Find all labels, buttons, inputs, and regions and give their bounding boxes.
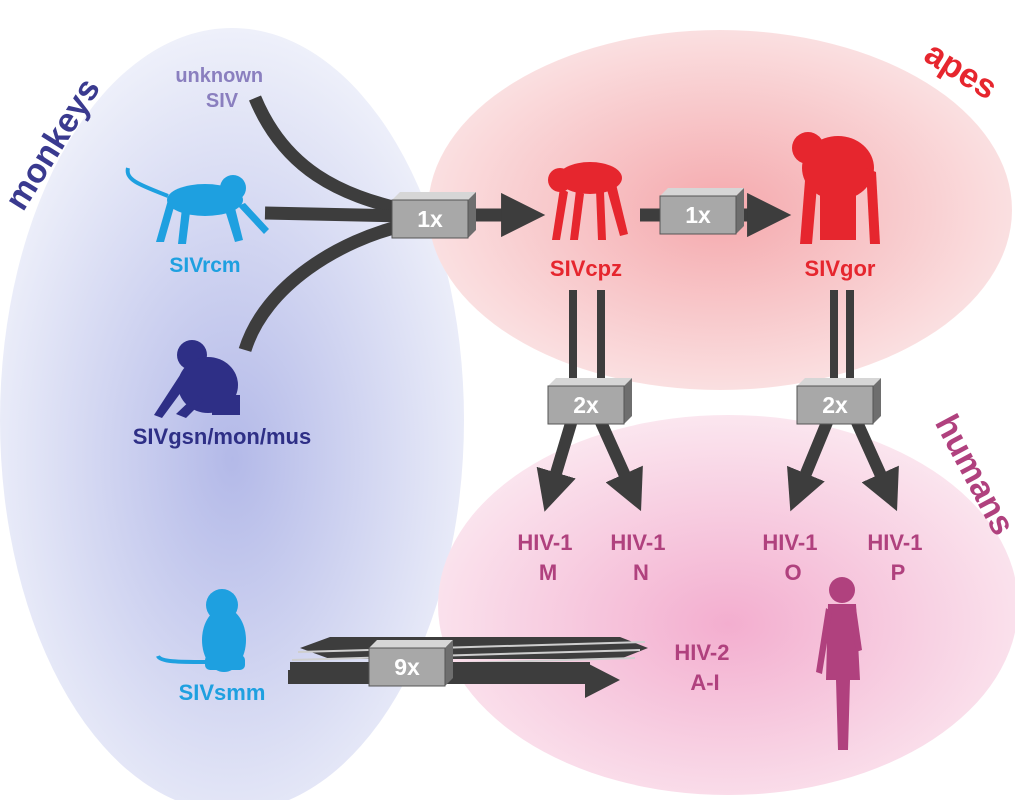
transmission-count-cpz-to-humans: 2x	[573, 392, 599, 418]
label-hiv1n: HIV-1 N	[610, 530, 671, 585]
label-hiv1o-line2: O	[784, 560, 801, 585]
label-unknown-siv: unknown SIV	[175, 65, 268, 112]
label-unknown-siv-line2: SIV	[206, 90, 239, 112]
arrow-to-hiv1p	[850, 417, 899, 512]
arrow-to-hiv1n	[594, 417, 643, 512]
label-hiv1m-line1: HIV-1	[517, 530, 572, 555]
label-hiv1o-line1: HIV-1	[762, 530, 817, 555]
label-hiv1p: HIV-1 P	[867, 530, 928, 585]
transmission-box-smm-to-humans: 9x	[368, 640, 453, 687]
transmission-box-gor-to-humans: 2x	[796, 378, 881, 425]
transmission-box-cpz-to-gor: 1x	[659, 188, 744, 235]
label-sivsmm: SIVsmm	[179, 680, 266, 705]
label-hiv1m: HIV-1 M	[517, 530, 578, 585]
transmission-box-cpz-to-humans: 2x	[547, 378, 632, 425]
label-hiv2: HIV-2 A-I	[674, 640, 735, 695]
arrow-rcm-to-hub	[264, 206, 406, 223]
label-unknown-siv-line1: unknown	[175, 65, 263, 87]
label-hiv2-line2: A-I	[690, 670, 719, 695]
transmission-count-cpz-to-gor: 1x	[685, 202, 711, 228]
sitting-monkey-silhouette-icon	[156, 589, 246, 672]
label-hiv1p-line1: HIV-1	[867, 530, 922, 555]
label-hiv1p-line2: P	[891, 560, 906, 585]
chimpanzee-silhouette-icon	[548, 162, 628, 240]
arrow-to-hiv1m	[536, 418, 578, 512]
arrow-to-hiv1o	[787, 417, 834, 512]
label-sivgor: SIVgor	[805, 256, 876, 281]
gorilla-silhouette-icon	[792, 132, 880, 244]
human-silhouette-icon	[816, 577, 862, 750]
label-hiv1n-line1: HIV-1	[610, 530, 665, 555]
label-sivrcm: SIVrcm	[169, 254, 240, 277]
monkey-silhouette-icon	[125, 167, 269, 244]
crouching-monkey-silhouette-icon	[154, 340, 240, 418]
label-hiv1m-line2: M	[539, 560, 557, 585]
label-hiv2-line1: HIV-2	[674, 640, 729, 665]
transmission-count-gor-to-humans: 2x	[822, 392, 848, 418]
label-sivgsn: SIVgsn/mon/mus	[133, 424, 311, 449]
transmission-count-smm-to-humans: 9x	[394, 654, 420, 680]
transmission-count-monkeys-to-cpz: 1x	[417, 206, 443, 232]
label-sivcpz: SIVcpz	[550, 256, 622, 281]
label-hiv1o: HIV-1 O	[762, 530, 823, 585]
label-hiv1n-line2: N	[633, 560, 649, 585]
arrow-unknown-to-hub	[249, 95, 407, 217]
humans-region	[438, 415, 1015, 795]
arrow-gsn-to-hub	[238, 218, 407, 353]
transmission-box-monkeys-to-cpz: 1x	[391, 192, 476, 239]
